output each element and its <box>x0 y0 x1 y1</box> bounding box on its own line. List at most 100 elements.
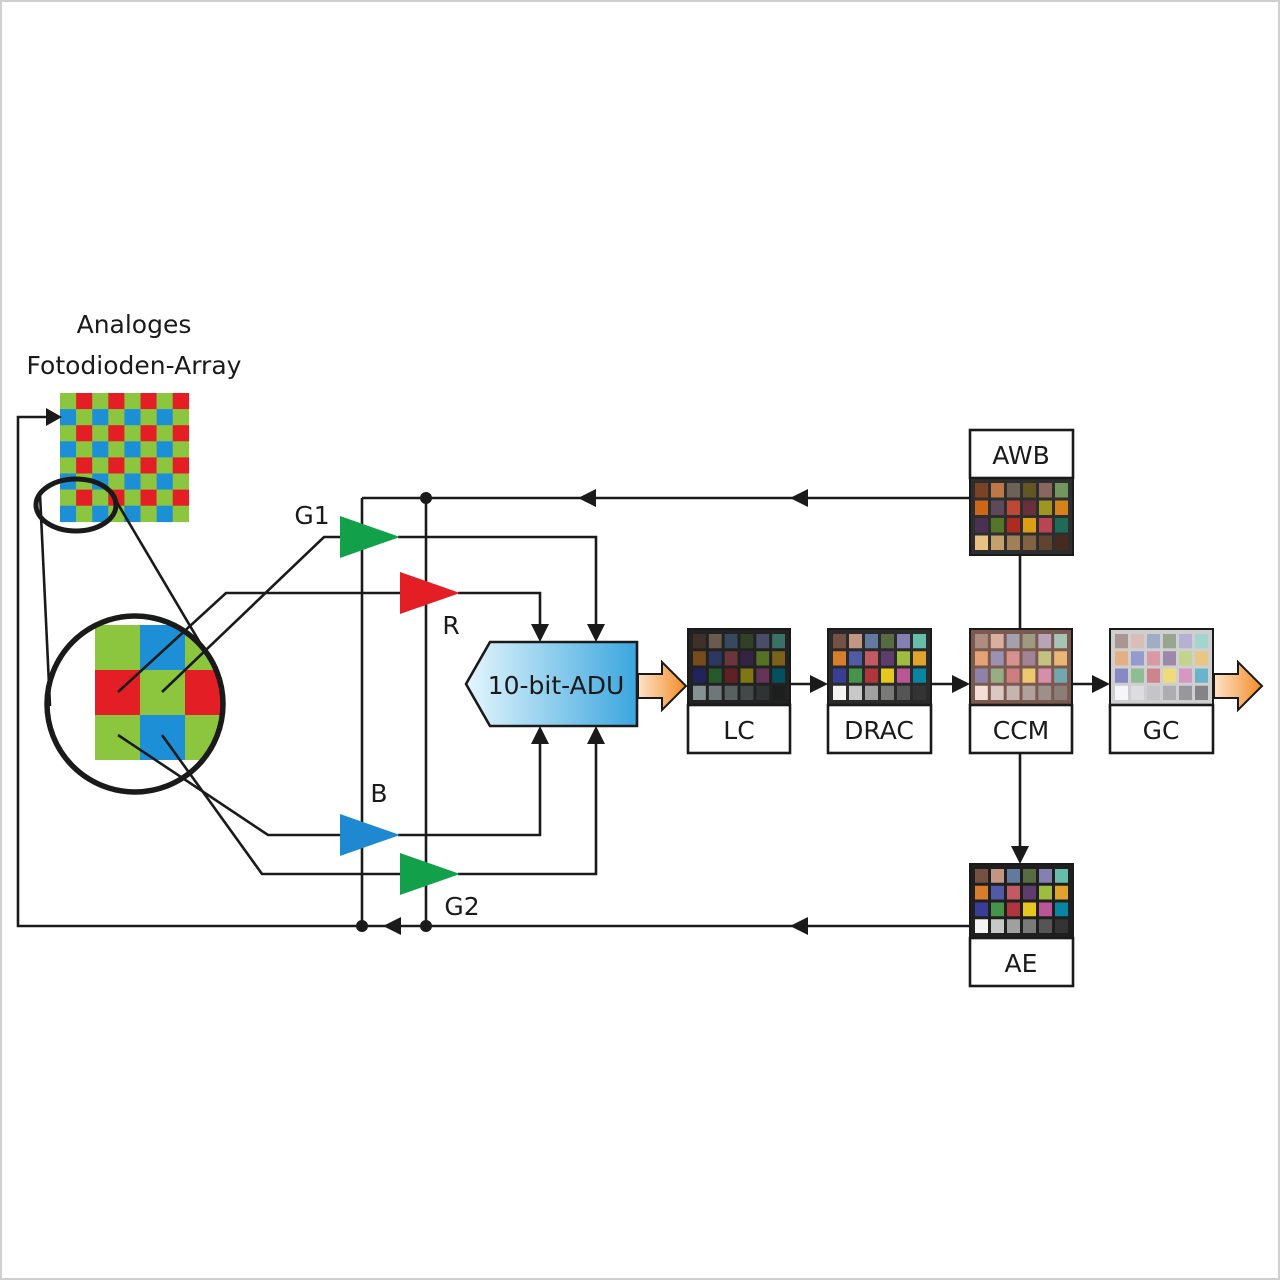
bayer-pixel <box>92 505 109 523</box>
awb-label: AWB <box>992 441 1050 470</box>
bayer-pixel <box>156 409 173 426</box>
amp-b <box>340 814 400 856</box>
chart-patch <box>991 919 1004 933</box>
chart-patch <box>708 668 722 683</box>
chart-patch <box>1023 535 1036 550</box>
bayer-pixel <box>156 441 173 458</box>
chart-patch <box>740 668 754 683</box>
chart-patch <box>1115 634 1128 649</box>
bayer-pixel <box>92 393 109 410</box>
chart-patch <box>724 634 738 649</box>
amp-r-label: R <box>442 611 459 640</box>
chart-patch <box>693 668 706 683</box>
lc-label: LC <box>723 716 754 745</box>
bayer-pixel <box>60 489 77 506</box>
chart-patch <box>724 651 738 666</box>
lc-chart-thumbnail <box>687 628 791 706</box>
bayer-pixel <box>124 505 141 523</box>
chart-patch <box>1054 651 1067 666</box>
chart-patch <box>708 634 722 649</box>
chart-patch <box>1179 651 1192 666</box>
chart-patch <box>756 634 770 649</box>
amp-g1-label: G1 <box>294 501 329 530</box>
bayer-pixel <box>92 409 109 426</box>
chart-patch <box>1023 902 1036 917</box>
chart-patch <box>1195 651 1208 666</box>
zoom-tangent-right <box>110 493 214 664</box>
chart-patch <box>1131 634 1144 649</box>
chart-patch <box>833 651 846 666</box>
chart-patch <box>975 919 988 933</box>
chart-patch <box>1006 634 1020 649</box>
chart-patch <box>975 500 988 515</box>
chart-patch <box>991 902 1004 917</box>
amp-r <box>400 572 460 614</box>
wire-g1-input <box>161 535 340 693</box>
chart-patch <box>1006 668 1020 683</box>
chart-patch <box>991 885 1004 900</box>
chart-patch <box>865 634 878 649</box>
wire-r-input <box>117 591 400 693</box>
chart-patch <box>1195 668 1208 683</box>
chart-patch <box>740 634 754 649</box>
bayer-pixel <box>124 393 141 410</box>
chart-patch <box>849 634 862 649</box>
bayer-pixel <box>156 457 173 474</box>
chart-patch <box>1147 634 1160 649</box>
amp-g1 <box>340 516 400 558</box>
chart-patch <box>881 685 894 700</box>
chart-patch <box>693 634 706 649</box>
chart-patch <box>756 685 770 700</box>
chart-patch <box>990 651 1004 666</box>
bayer-pixel <box>172 393 190 410</box>
chart-patch <box>772 668 785 683</box>
wire-g1-output <box>398 535 598 630</box>
ae-label: AE <box>1005 949 1038 978</box>
chart-patch <box>1022 651 1036 666</box>
adc-output-arrow <box>637 659 688 713</box>
chart-patch <box>975 902 988 917</box>
gc-box <box>1108 703 1215 755</box>
bayer-pixel <box>156 393 173 410</box>
chart-patch <box>1007 902 1020 917</box>
bayer-pixel <box>172 409 190 426</box>
chart-patch <box>865 668 878 683</box>
gc-label: GC <box>1143 716 1180 745</box>
chart-patch <box>1179 634 1192 649</box>
zoom-circle <box>44 613 226 795</box>
bayer-pixel <box>60 425 77 442</box>
chart-patch <box>1163 668 1176 683</box>
chart-patch <box>1023 919 1036 933</box>
arrow-down-icon <box>587 624 605 642</box>
bayer-pixel <box>108 457 125 474</box>
chart-patch <box>881 634 894 649</box>
bayer-pixel <box>124 441 141 458</box>
arrow-right-icon <box>952 675 970 693</box>
chart-patch <box>1023 885 1036 900</box>
chart-patch <box>1007 869 1020 883</box>
lc-box <box>686 703 792 755</box>
wire-b-input <box>117 733 340 837</box>
chart-patch <box>1147 651 1160 666</box>
adc-label: 10-bit-ADU <box>488 671 625 700</box>
chart-patch <box>1007 483 1020 498</box>
chart-patch <box>897 651 910 666</box>
bayer-pixel <box>140 441 157 458</box>
arrow-up-icon <box>587 726 605 744</box>
chart-patch <box>1022 668 1036 683</box>
chart-patch <box>1115 651 1128 666</box>
chart-patch <box>1055 902 1068 917</box>
chart-patch <box>1055 500 1068 515</box>
chart-patch <box>1054 668 1067 683</box>
chart-patch <box>1007 535 1020 550</box>
bayer-pixel <box>172 505 190 523</box>
bayer-pixel <box>108 425 125 442</box>
chart-patch <box>897 668 910 683</box>
chart-patch <box>881 668 894 683</box>
chart-patch <box>708 685 722 700</box>
arrow-left-icon <box>790 917 808 935</box>
chart-patch <box>772 685 785 700</box>
chart-patch <box>772 634 785 649</box>
chart-patch <box>975 885 988 900</box>
